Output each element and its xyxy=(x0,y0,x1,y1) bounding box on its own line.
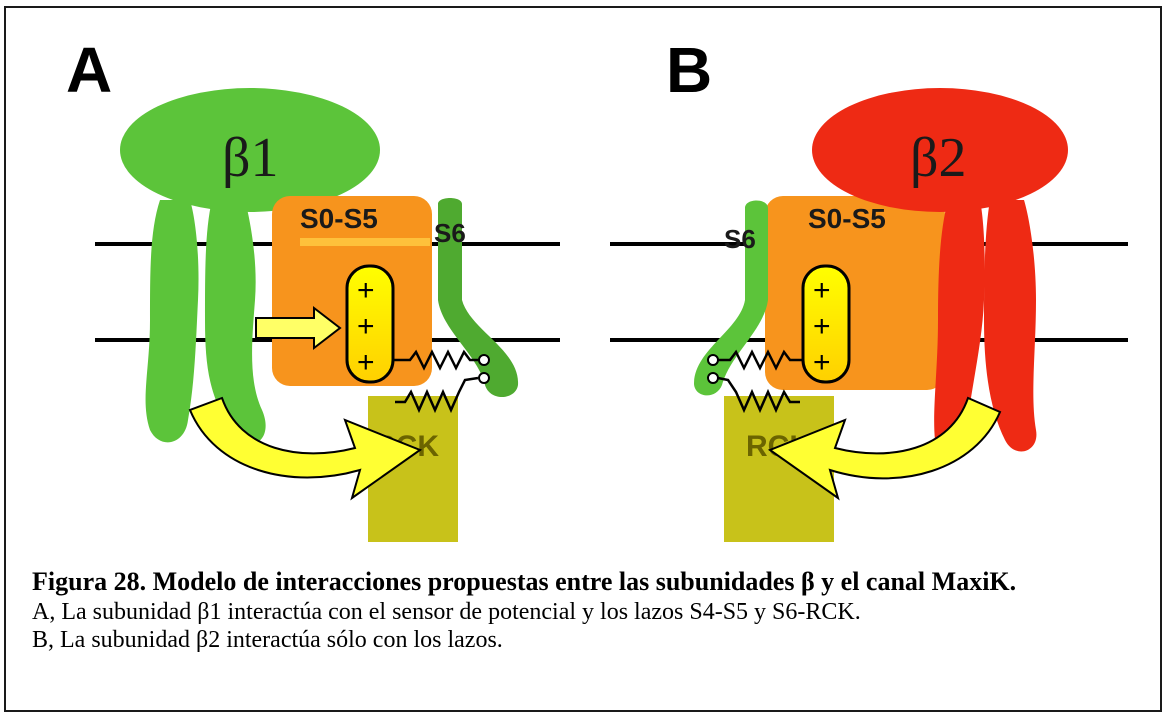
beta1-left-helix xyxy=(145,200,199,443)
charge-a-1: + xyxy=(357,274,375,307)
membrane-highlight-a xyxy=(300,238,430,246)
caption-title: Figura 28. Modelo de interacciones propu… xyxy=(32,567,1017,596)
charge-b-1: + xyxy=(813,274,831,307)
charge-b-2: + xyxy=(813,310,831,343)
voltage-sensor-a xyxy=(345,264,395,384)
linker-end-a-1 xyxy=(478,354,490,366)
s6-rck-linker-a xyxy=(395,376,479,414)
s6-segment-b xyxy=(694,200,768,396)
caption-line-b: B, La subunidad β2 interactúa sólo con l… xyxy=(32,627,503,653)
panel-letter-a: A xyxy=(66,34,112,106)
s4s5-linker-a xyxy=(393,349,480,371)
beta2-head xyxy=(812,88,1068,212)
voltage-sensor-b xyxy=(801,264,851,384)
sensor-arrow-a xyxy=(255,305,342,351)
s6-segment-a xyxy=(438,198,519,398)
panel-letter-b: B xyxy=(666,34,712,106)
linker-end-a-2 xyxy=(478,372,490,384)
caption-line-a: A, La subunidad β1 interactúa con el sen… xyxy=(32,599,861,625)
charge-a-2: + xyxy=(357,310,375,343)
s4s5-linker-b xyxy=(718,349,803,371)
charge-b-3: + xyxy=(813,346,831,379)
s6-rck-linker-b xyxy=(717,376,800,414)
beta2-label: β2 xyxy=(910,127,967,189)
curved-arrow-b xyxy=(767,396,1002,501)
beta2-left-helix xyxy=(934,200,985,455)
beta1-head xyxy=(120,88,380,212)
beta1-label: β1 xyxy=(222,127,279,189)
s0s5-label-a: S0-S5 xyxy=(300,203,378,234)
s0s5-label-b: S0-S5 xyxy=(808,203,886,234)
charge-a-3: + xyxy=(357,346,375,379)
panel-b: RCK S0-S5 S6 + + + β2 B xyxy=(610,34,1128,542)
linker-end-b-2 xyxy=(707,372,719,384)
s6-label-b: S6 xyxy=(724,224,756,254)
linker-end-b-1 xyxy=(707,354,719,366)
s6-label-a: S6 xyxy=(434,218,466,248)
beta1-right-helix xyxy=(205,200,266,445)
beta2-right-helix xyxy=(984,200,1037,452)
figure-caption: Figura 28. Modelo de interacciones propu… xyxy=(32,566,1142,654)
panel-a: RCK β1 S0-S5 S6 + + + A xyxy=(66,34,560,542)
curved-arrow-a xyxy=(188,396,423,501)
